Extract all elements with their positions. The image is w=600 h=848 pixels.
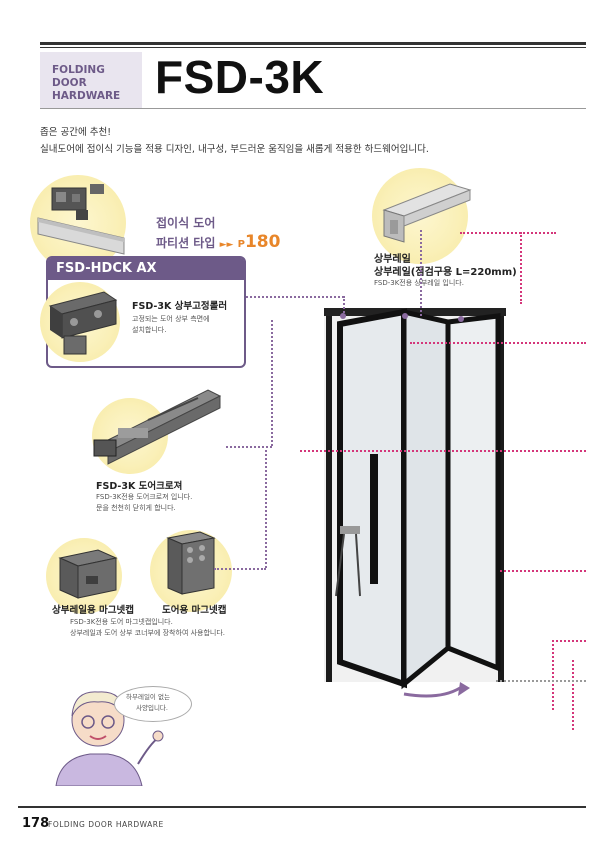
category-line2: HARDWARE — [52, 90, 121, 102]
pink-line-1v — [520, 232, 522, 304]
pink-line-5v — [572, 660, 574, 730]
top-rule-thin — [40, 47, 586, 48]
rail-cap-image — [58, 549, 118, 599]
pink-line-4 — [500, 570, 586, 572]
caps-desc1: FSD-3K전용 도어 마그넷캡입니다. — [70, 618, 173, 626]
closer-desc1: FSD-3K전용 도어크로져 입니다. — [96, 493, 193, 501]
top-rule — [40, 42, 586, 45]
footer-text: FOLDING DOOR HARDWARE — [48, 820, 164, 829]
category-box: FOLDING DOOR HARDWARE — [40, 52, 142, 108]
character-illustration — [55, 691, 164, 786]
pink-line-3 — [300, 450, 586, 452]
intro-line2: 실내도어에 접이식 기능을 적용 디자인, 내구성, 부드러운 움직임을 새롭게… — [40, 144, 429, 155]
category-line1: FOLDING DOOR — [52, 64, 105, 89]
page-number: 178 — [22, 816, 50, 831]
partition-hardware-image — [37, 184, 125, 255]
cross-ref-arrows: ►► — [219, 240, 234, 250]
roller-name: FSD-3K 상부고정롤러 — [132, 301, 228, 312]
rail-sub: 상부레일(점검구용 L=220mm) — [374, 267, 517, 278]
closer-desc2: 문을 천천히 닫히게 합니다. — [96, 504, 176, 512]
roller-desc1: 고정되는 도어 상부 측면에 — [132, 315, 210, 323]
rail-name: 상부레일 — [374, 254, 411, 265]
pink-line-1 — [460, 232, 556, 234]
header-bottom-rule — [40, 108, 586, 109]
leader-closer-v — [271, 320, 273, 446]
roller-image — [48, 291, 118, 355]
leader-caps-v — [265, 450, 267, 568]
intro-line1: 좁은 공간에 추천! — [40, 127, 112, 138]
door-cap-name: 도어용 마그넷캡 — [162, 605, 227, 616]
roller-desc2: 설치합니다. — [132, 326, 167, 334]
leader-roller-v — [343, 296, 345, 316]
leader-roller-dot — [340, 313, 346, 319]
cross-ref-page-num: 180 — [244, 232, 281, 252]
leader-roller — [246, 296, 344, 298]
upper-rail-image — [382, 183, 472, 243]
speech-line1: 하부레일이 없는 — [126, 693, 170, 701]
cross-ref-page-prefix: P — [237, 239, 245, 250]
hdck-ax-title: FSD-HDCK AX — [48, 258, 244, 280]
pink-line-5 — [552, 640, 586, 642]
leader-closer — [226, 446, 272, 448]
leader-hinge-dot — [458, 316, 464, 322]
rail-cap-name: 상부레일용 마그넷캡 — [52, 605, 134, 616]
cross-ref-line2-wrap: 파티션 타입 ►► P180 — [156, 232, 280, 252]
cross-ref-line1: 접이식 도어 — [156, 216, 216, 230]
pink-line-4v — [552, 640, 554, 710]
speech-line2: 사양입니다. — [136, 704, 168, 712]
leader-rail-dot — [402, 313, 408, 319]
leader-caps — [214, 568, 266, 570]
door-cap-image — [166, 531, 216, 595]
pink-line-2 — [410, 342, 586, 344]
pink-line-6 — [496, 680, 586, 682]
folding-door-illustration — [324, 308, 506, 698]
cross-ref-line2: 파티션 타입 — [156, 236, 216, 250]
speech-bubble — [114, 686, 192, 722]
door-closer-image — [93, 389, 222, 465]
footer-rule — [18, 806, 586, 808]
model-title: FSD-3K — [155, 51, 325, 103]
rail-desc: FSD-3K전용 상부레일 입니다. — [374, 279, 464, 287]
closer-name: FSD-3K 도어크로져 — [96, 481, 183, 492]
caps-desc2: 상부레일과 도어 상부 코너부에 장착하여 사용합니다. — [70, 629, 226, 637]
leader-rail-v — [420, 230, 422, 316]
